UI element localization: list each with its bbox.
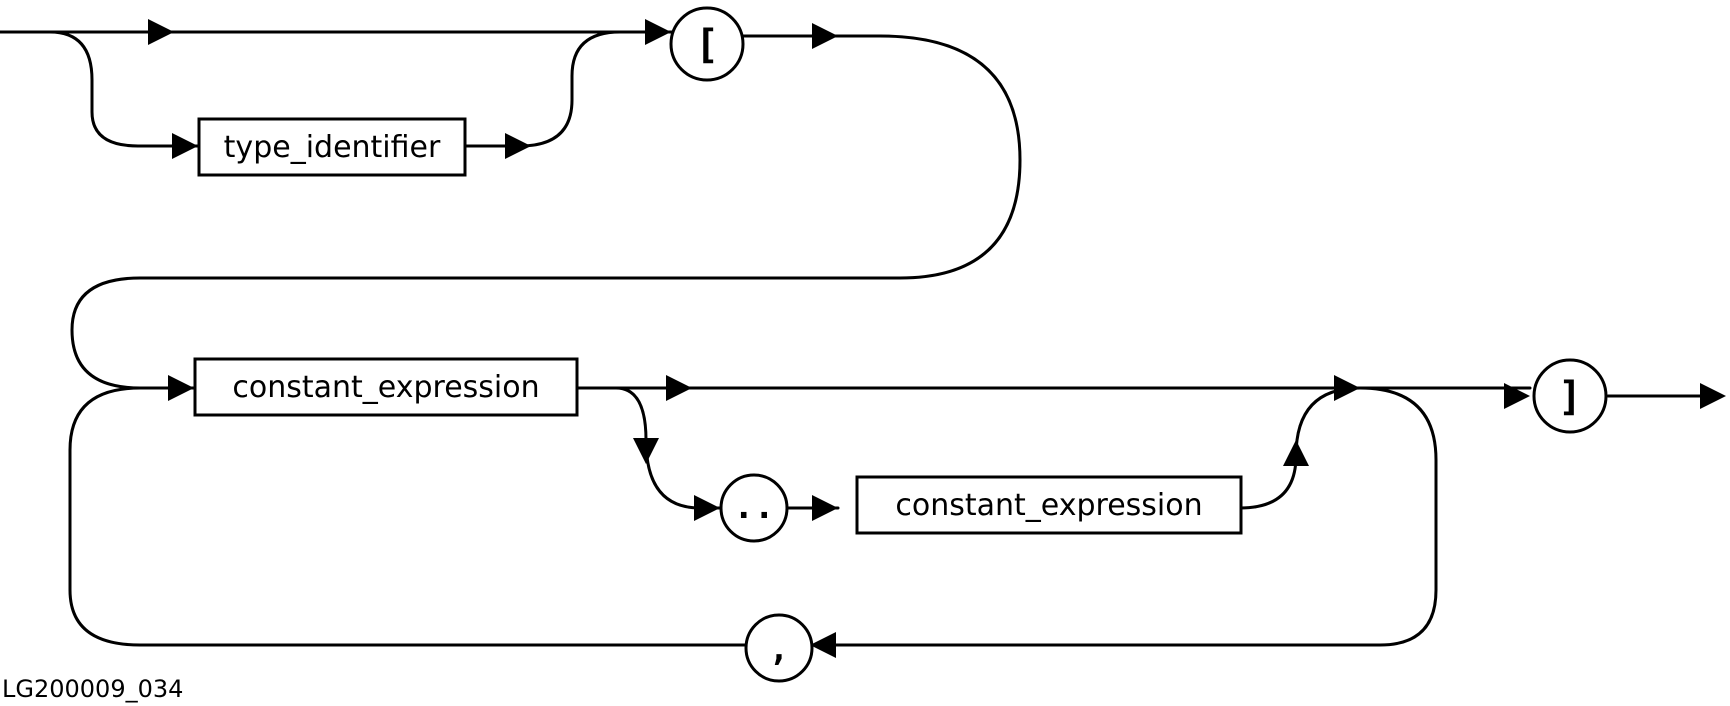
- arrow-exit: [1700, 383, 1726, 409]
- range-dots-terminal: ..: [719, 473, 789, 543]
- arrow-from-type-identifier: [505, 133, 531, 159]
- close-bracket-terminal: ]: [1532, 358, 1608, 434]
- arrow-to-range-dots: [694, 495, 720, 521]
- arrow-to-constant-expression-2: [812, 495, 838, 521]
- constant-expression-box-2: constant_expression: [855, 475, 1243, 535]
- constant-expression-box-1: constant_expression: [193, 357, 579, 417]
- bracket-loop-path: [70, 34, 1022, 390]
- type-identifier-box: type_identifier: [197, 117, 467, 177]
- arrow-entry: [148, 19, 174, 45]
- close-bracket-label: ]: [1558, 374, 1582, 420]
- type-identifier-branch-in: [48, 30, 200, 148]
- comma-return-loop: [68, 386, 748, 647]
- arrow-main-line: [666, 375, 692, 401]
- range-branch-in: [614, 386, 722, 510]
- comma-label: ,: [769, 629, 789, 669]
- comma-repeat-loop: [826, 386, 1438, 647]
- range-dots-label: ..: [734, 487, 775, 527]
- arrow-into-comma: [810, 632, 836, 658]
- open-bracket-terminal: [: [669, 6, 745, 82]
- arrow-to-open-bracket: [645, 19, 671, 45]
- arrow-after-open-bracket: [812, 23, 838, 49]
- open-bracket-label: [: [695, 22, 719, 68]
- arrow-range-down: [633, 438, 659, 464]
- constant-expression-label-2: constant_expression: [895, 488, 1202, 523]
- arrow-join-main: [1334, 375, 1360, 401]
- arrow-to-constant-expression-1: [168, 375, 194, 401]
- arrow-to-type-identifier: [172, 133, 198, 159]
- type-identifier-branch-out: [462, 30, 622, 148]
- type-identifier-label: type_identifier: [224, 130, 441, 165]
- comma-terminal: ,: [744, 613, 814, 683]
- arrow-range-up: [1283, 440, 1309, 466]
- arrow-to-close-bracket: [1504, 383, 1530, 409]
- constant-expression-label-1: constant_expression: [232, 370, 539, 405]
- figure-id-label: LG200009_034: [2, 675, 184, 703]
